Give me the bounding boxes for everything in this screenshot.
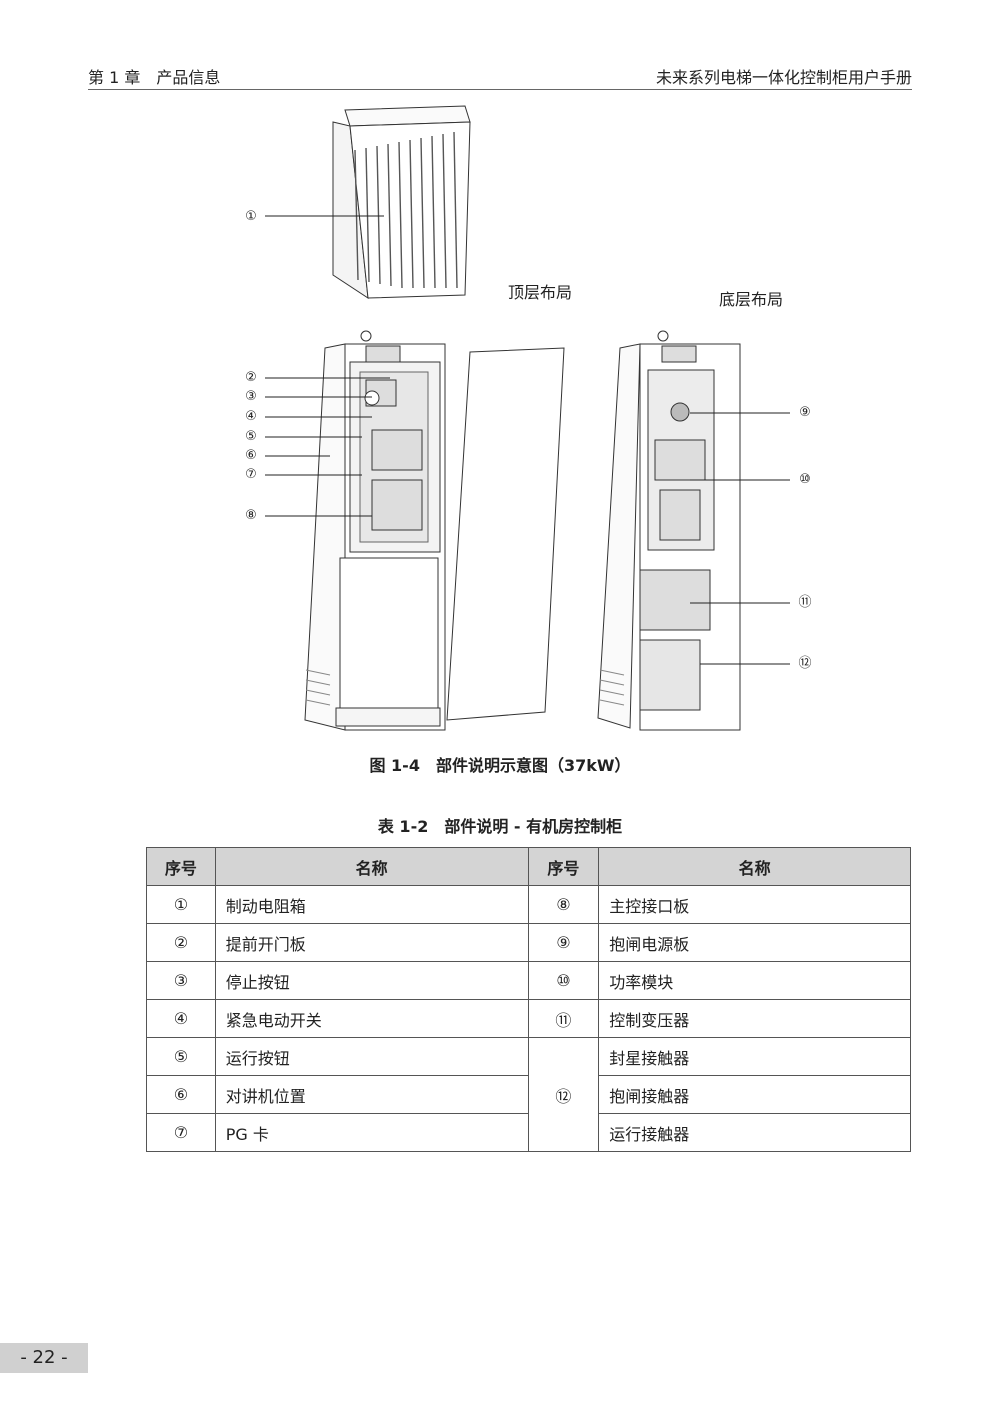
- bottom-layout-label: 底层布局: [719, 290, 784, 309]
- table-cell: 运行按钮: [214, 1037, 529, 1076]
- leader-lines: [265, 215, 790, 665]
- cabinet-diagram: [265, 105, 790, 731]
- col-header-number: 序号: [527, 847, 600, 886]
- callout-8: ⑧: [245, 508, 257, 523]
- table-cell: ⑥: [146, 1075, 216, 1114]
- table-cell: 制动电阻箱: [214, 885, 529, 924]
- table-cell: ③: [146, 961, 216, 1000]
- col-header-name: 名称: [214, 847, 529, 886]
- table-row: ③ 停止按钮 ⑩ 功率模块: [146, 961, 911, 1000]
- table-cell: PG 卡: [214, 1113, 529, 1152]
- table-cell: ⑫: [527, 1037, 600, 1152]
- table-row: ⑥ 对讲机位置 抱闸接触器: [146, 1075, 911, 1114]
- table-cell: ⑦: [146, 1113, 216, 1152]
- table-row: ⑦ PG 卡 运行接触器: [146, 1113, 911, 1152]
- col-header-number: 序号: [146, 847, 216, 886]
- callout-9: ⑨: [799, 405, 811, 420]
- table-cell: 停止按钮: [214, 961, 529, 1000]
- page-number: - 22 -: [0, 1343, 88, 1373]
- right-cabinet: [597, 330, 741, 731]
- brake-resistor-box: [332, 105, 471, 299]
- callout-12: ⑫: [798, 656, 812, 671]
- table-cell: ⑧: [527, 885, 600, 924]
- table-cell: ⑨: [527, 923, 600, 962]
- callout-10: ⑩: [799, 472, 811, 487]
- top-layout-label: 顶层布局: [508, 283, 573, 302]
- table-cell: 紧急电动开关: [214, 999, 529, 1038]
- callout-7: ⑦: [245, 467, 257, 482]
- callout-4: ④: [245, 409, 257, 424]
- door-panel: [446, 347, 565, 721]
- table-row: ② 提前开门板 ⑨ 抱闸电源板: [146, 923, 911, 962]
- table-cell: 功率模块: [598, 961, 911, 1000]
- table-row: ① 制动电阻箱 ⑧ 主控接口板: [146, 885, 911, 924]
- table-row: ⑤ 运行按钮 ⑫ 封星接触器: [146, 1037, 911, 1152]
- table-cell: ⑤: [146, 1037, 216, 1076]
- callout-5: ⑤: [245, 429, 257, 444]
- table-cell: ⑩: [527, 961, 600, 1000]
- left-cabinet: [304, 330, 446, 731]
- table-cell: 主控接口板: [598, 885, 911, 924]
- header-divider: [88, 89, 912, 90]
- table-cell: 抱闸电源板: [598, 923, 911, 962]
- callout-1: ①: [245, 209, 257, 224]
- table-cell: 运行接触器: [598, 1113, 911, 1152]
- table-cell: 抱闸接触器: [598, 1075, 911, 1114]
- callout-11: ⑪: [798, 595, 812, 610]
- table-cell: ⑪: [527, 999, 600, 1038]
- table-row: ④ 紧急电动开关 ⑪ 控制变压器: [146, 999, 911, 1038]
- table-cell: 提前开门板: [214, 923, 529, 962]
- chapter-title: 第 1 章 产品信息: [88, 68, 221, 87]
- callout-2: ②: [245, 370, 257, 385]
- table-cell: 封星接触器: [598, 1037, 911, 1076]
- callout-6: ⑥: [245, 448, 257, 463]
- parts-table: 序号 名称 序号 名称 ① 制动电阻箱 ⑧ 主控接口板 ② 提前开门板 ⑨ 抱闸…: [146, 847, 911, 1152]
- table-cell: 对讲机位置: [214, 1075, 529, 1114]
- callout-3: ③: [245, 389, 257, 404]
- table-cell: ①: [146, 885, 216, 924]
- figure-caption: 图 1-4 部件说明示意图（37kW）: [369, 756, 631, 775]
- col-header-name: 名称: [598, 847, 911, 886]
- manual-title: 未来系列电梯一体化控制柜用户手册: [655, 68, 912, 87]
- table-caption: 表 1-2 部件说明 - 有机房控制柜: [377, 817, 623, 836]
- table-cell: ②: [146, 923, 216, 962]
- table-cell: 控制变压器: [598, 999, 911, 1038]
- table-cell: ④: [146, 999, 216, 1038]
